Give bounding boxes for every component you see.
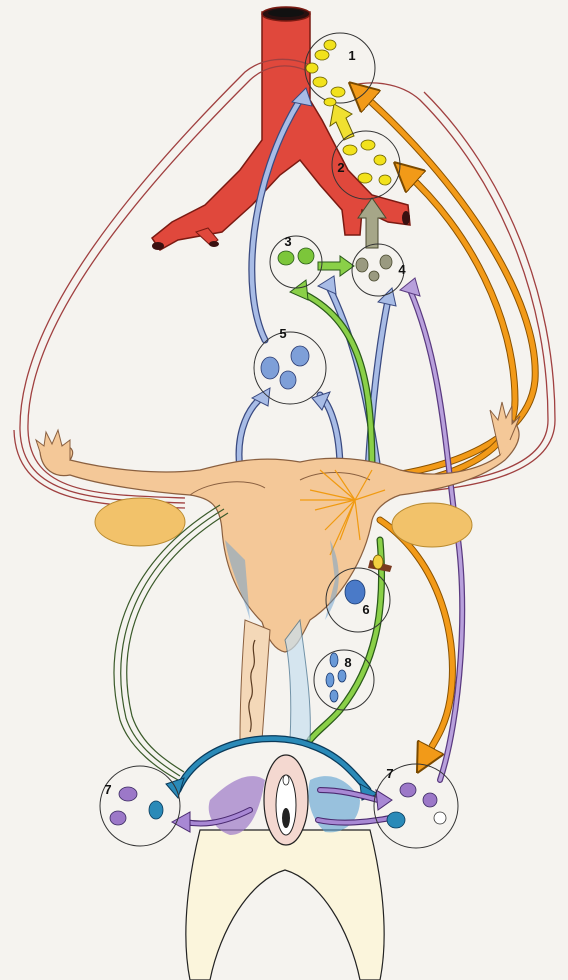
- label-node-2: 2: [333, 160, 349, 176]
- label-node-8: 8: [340, 655, 356, 671]
- label-node-7-right: 7: [382, 766, 398, 782]
- ovary-left: [95, 498, 185, 546]
- label-node-6: 6: [358, 602, 374, 618]
- label-node-4: 4: [394, 262, 410, 278]
- label-node-7-left: 7: [100, 782, 116, 798]
- ureter-stub: [373, 555, 383, 569]
- label-node-1: 1: [344, 48, 360, 64]
- ovary-right: [392, 503, 472, 547]
- label-node-5: 5: [275, 326, 291, 342]
- label-node-3: 3: [280, 234, 296, 250]
